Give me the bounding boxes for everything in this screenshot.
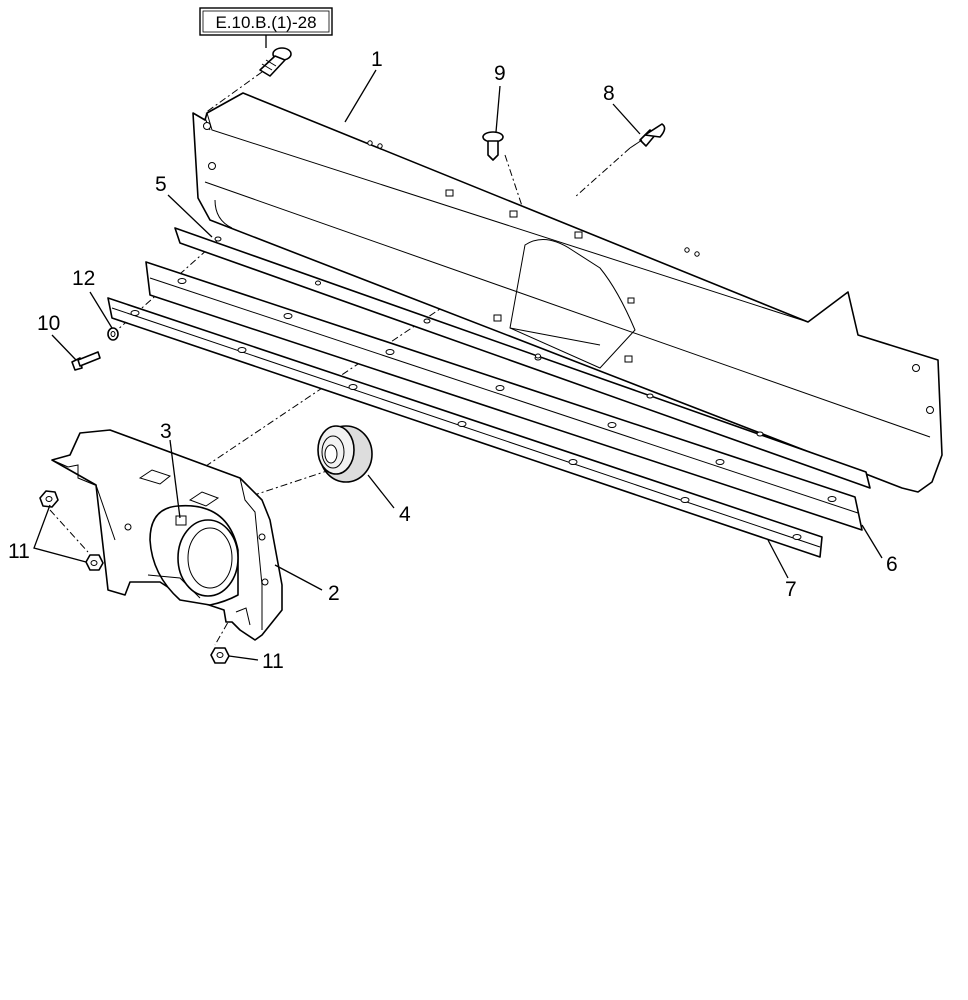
reference-link[interactable]: E.10.B.(1)-28 [199, 7, 333, 36]
callout-5: 5 [155, 173, 167, 196]
callout-4: 4 [399, 503, 411, 526]
callout-2: 2 [328, 582, 340, 605]
reference-label: E.10.B.(1)-28 [215, 13, 316, 32]
callout-12: 12 [72, 267, 95, 290]
part-1-shield [192, 92, 943, 493]
part-8-bolt [629, 123, 666, 149]
part-5-strip [174, 227, 871, 489]
part-12-washer [107, 327, 119, 341]
part-10-bolt [71, 351, 101, 371]
part-9-rivet [482, 131, 504, 161]
part-11-nut-bottom [210, 647, 230, 664]
part-6-strip [145, 261, 863, 531]
leader-lines [33, 35, 883, 661]
part-4-bearing [317, 425, 373, 483]
callout-7: 7 [785, 578, 797, 601]
callout-8: 8 [603, 82, 615, 105]
callout-labels: 1 2 3 4 5 6 7 8 9 10 11 11 12 [8, 48, 898, 673]
part-11-nut-left [85, 554, 104, 571]
callout-6: 6 [886, 553, 898, 576]
callout-10: 10 [37, 312, 60, 335]
part-2-bracket [51, 429, 283, 641]
callout-11-left: 11 [8, 540, 30, 563]
part-7-strip [107, 297, 823, 558]
callout-3: 3 [160, 420, 172, 443]
callout-1: 1 [371, 48, 383, 71]
reference-bolt [259, 47, 292, 77]
callout-9: 9 [494, 62, 506, 85]
callout-11-bottom: 11 [262, 650, 284, 673]
part-11-nut-top [39, 490, 59, 508]
